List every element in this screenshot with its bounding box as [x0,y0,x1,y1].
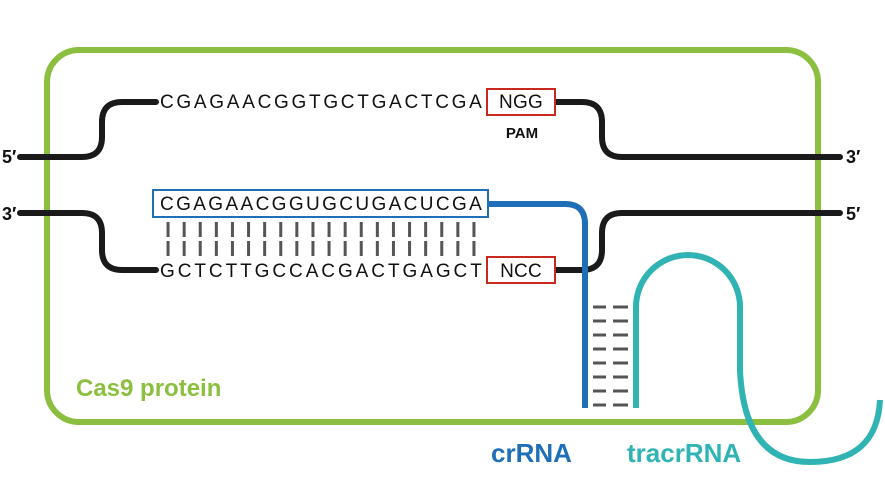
crrna-tracrrna-pairing-marks [593,305,628,407]
bottom-strand-3prime-label: 3′ [2,204,16,224]
bottom-strand-right-line [553,210,843,273]
top-strand-sequence: CGAGAACGGTGCTGACTCGA [160,92,482,113]
bottom-strand-left-line [17,210,159,273]
bottom-strand-sequence: GCTCTTGCCACGACTGAGCT [160,261,482,282]
top-strand-right-line [553,99,843,160]
pam-complement-sequence: NCC [500,261,542,282]
guide-rna-box [152,189,489,218]
tracrrna-label: tracrRNA [627,438,741,468]
crrna-strand-line [488,201,588,408]
cas9-protein-label: Cas9 protein [76,375,221,402]
bottom-strand-5prime-label: 5′ [846,204,860,224]
top-strand-left-line [17,99,159,160]
pam-sequence: NGG [499,92,543,113]
pam-label: PAM [506,125,538,142]
base-pairing-marks [166,222,476,256]
pam-box-top [486,88,556,116]
top-strand-5prime-label: 5′ [2,147,16,167]
pam-complement-box [486,256,556,284]
crrna-label: crRNA [491,438,572,468]
top-strand-3prime-label: 3′ [846,147,860,167]
tracrrna-strand-line [633,252,883,466]
cas9-protein-outline [44,47,821,425]
